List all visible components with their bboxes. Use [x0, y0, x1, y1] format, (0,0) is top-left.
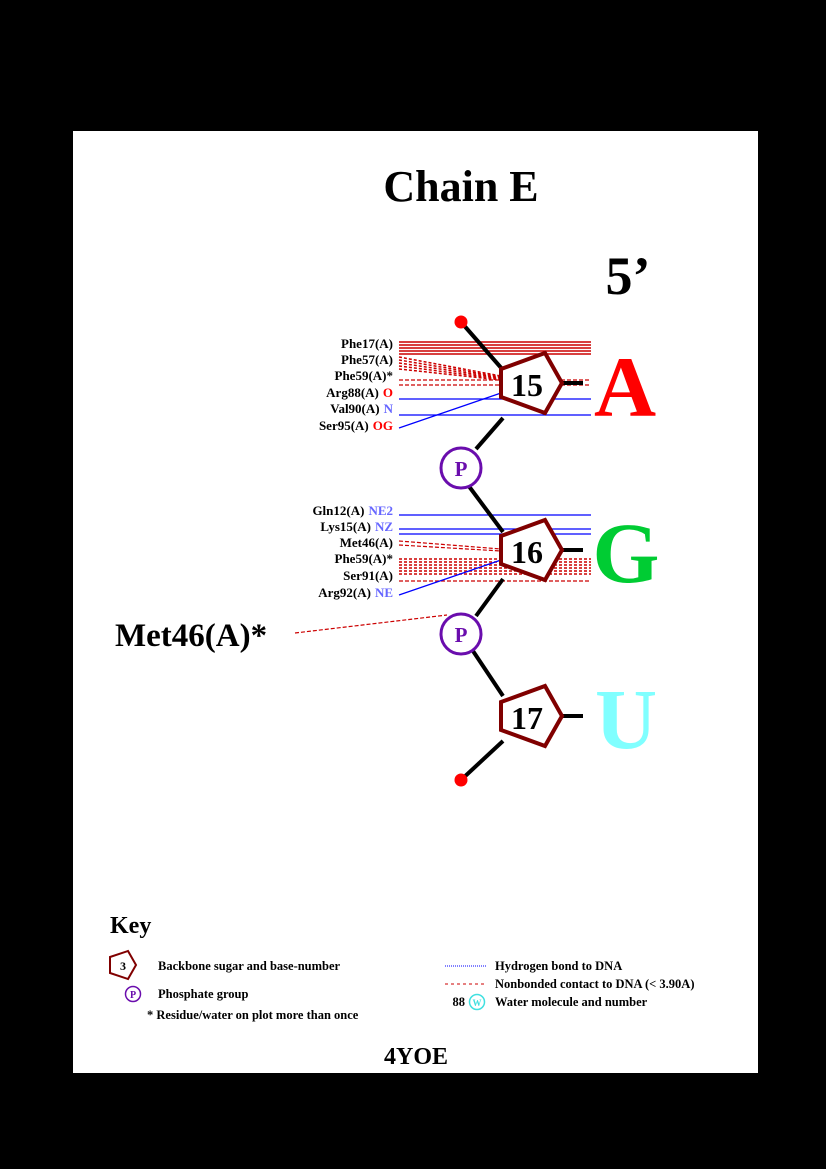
residue-label: Lys15(A): [320, 519, 371, 534]
key-water-label: Water molecule and number: [495, 995, 648, 1009]
atom-label: OG: [373, 418, 393, 433]
key-water-letter: W: [473, 998, 482, 1008]
base-letter-g: G: [593, 505, 660, 601]
residue-labels-15: Phe17(A) Phe57(A) Phe59(A)* Arg88(A) O Va…: [319, 336, 394, 433]
key-phosphate-letter: P: [130, 990, 136, 1001]
base-number: 16: [511, 534, 543, 570]
svg-text:Ser95(A)OG: Ser95(A) OG: [319, 418, 393, 433]
atom-label: NE2: [368, 503, 393, 518]
residue-label: Ser91(A): [343, 568, 393, 583]
svg-text:Ser91(A): Ser91(A): [343, 568, 393, 583]
residue-label: Met46(A): [340, 535, 393, 550]
key-sugar-symbol: 3: [109, 949, 138, 981]
terminal-atom-3prime: [454, 773, 468, 787]
nonbond-contact-met46-phosphate: [294, 614, 448, 634]
key-water-symbol: W: [468, 993, 486, 1011]
key-sugar-label: Backbone sugar and base-number: [158, 959, 341, 973]
diagram-panel: Chain E 5’ Phe17(A) Phe57(A) Phe59(A)* A…: [73, 131, 758, 1073]
residue-label: Ser95(A): [319, 418, 369, 433]
pdb-code: 4YOE: [384, 1044, 448, 1070]
big-residue-label: Met46(A)*: [115, 618, 267, 654]
svg-text:Phe57(A): Phe57(A): [341, 352, 393, 367]
residue-label: Phe59(A)*: [335, 551, 394, 566]
sugar-15: 15: [499, 350, 565, 416]
key-title: Key: [110, 913, 151, 939]
residue-label: Val90(A): [330, 401, 379, 416]
key-nonbond-label: Nonbonded contact to DNA (< 3.90A): [495, 977, 695, 991]
residue-label: Phe57(A): [341, 352, 393, 367]
hbond-arg92: [398, 559, 502, 596]
svg-text:Lys15(A)NZ: Lys15(A) NZ: [320, 519, 393, 534]
residue-labels-16: Gln12(A) NE2 Lys15(A) NZ Met46(A) Phe59(A)…: [312, 503, 393, 600]
key-phosphate-symbol: P: [124, 985, 142, 1003]
base-letter-a: A: [594, 339, 656, 435]
phosphate-group: P: [439, 612, 483, 656]
key-sugar-number: 3: [120, 959, 126, 973]
atom-label: N: [384, 401, 394, 416]
nonbond-contact-met46: [398, 540, 502, 552]
residue-label: Gln12(A): [312, 503, 364, 518]
hbond-ser95: [398, 392, 502, 429]
base-number: 17: [511, 700, 543, 736]
key-water-number: 88: [453, 995, 466, 1009]
residue-label: Arg88(A): [326, 385, 379, 400]
key-phosphate-label: Phosphate group: [158, 987, 248, 1001]
residue-label: Arg92(A): [318, 585, 371, 600]
hbond-lys15: [399, 528, 591, 535]
base-number: 15: [511, 367, 543, 403]
svg-text:Arg88(A)O: Arg88(A) O: [326, 385, 393, 400]
terminal-atom-5prime: [454, 315, 468, 329]
sugar-17: 17: [499, 683, 565, 749]
residue-label: Phe17(A): [341, 336, 393, 351]
five-prime-label: 5’: [606, 246, 651, 306]
atom-label: NE: [375, 585, 393, 600]
backbone: [459, 320, 583, 782]
svg-text:Gln12(A)NE2: Gln12(A) NE2: [312, 503, 393, 518]
nucleic-acid-interaction-plot: Chain E 5’ Phe17(A) Phe57(A) Phe59(A)* A…: [109, 162, 695, 1070]
residue-label: Phe59(A)*: [335, 368, 394, 383]
chain-title: Chain E: [383, 162, 538, 211]
base-letter-u: U: [595, 671, 657, 767]
svg-text:Met46(A): Met46(A): [340, 535, 393, 550]
svg-text:Phe17(A): Phe17(A): [341, 336, 393, 351]
svg-text:Arg92(A)NE: Arg92(A) NE: [318, 585, 393, 600]
sugar-16: 16: [499, 517, 565, 583]
phosphate-symbol: P: [455, 623, 468, 647]
nonbond-contact-phe59-b: [399, 558, 591, 575]
phosphate-symbol: P: [455, 457, 468, 481]
atom-label: NZ: [375, 519, 393, 534]
key-hbond-label: Hydrogen bond to DNA: [495, 959, 622, 973]
phosphate-group: P: [439, 446, 483, 490]
atom-label: O: [383, 385, 393, 400]
svg-text:Phe59(A)*: Phe59(A)*: [335, 368, 394, 383]
nonbond-contact-phe57: [398, 356, 502, 381]
svg-text:Phe59(A)*: Phe59(A)*: [335, 551, 394, 566]
svg-text:Val90(A)N: Val90(A) N: [330, 401, 393, 416]
nonbond-contact-phe17: [399, 341, 591, 355]
key-multi-label: * Residue/water on plot more than once: [147, 1008, 359, 1022]
